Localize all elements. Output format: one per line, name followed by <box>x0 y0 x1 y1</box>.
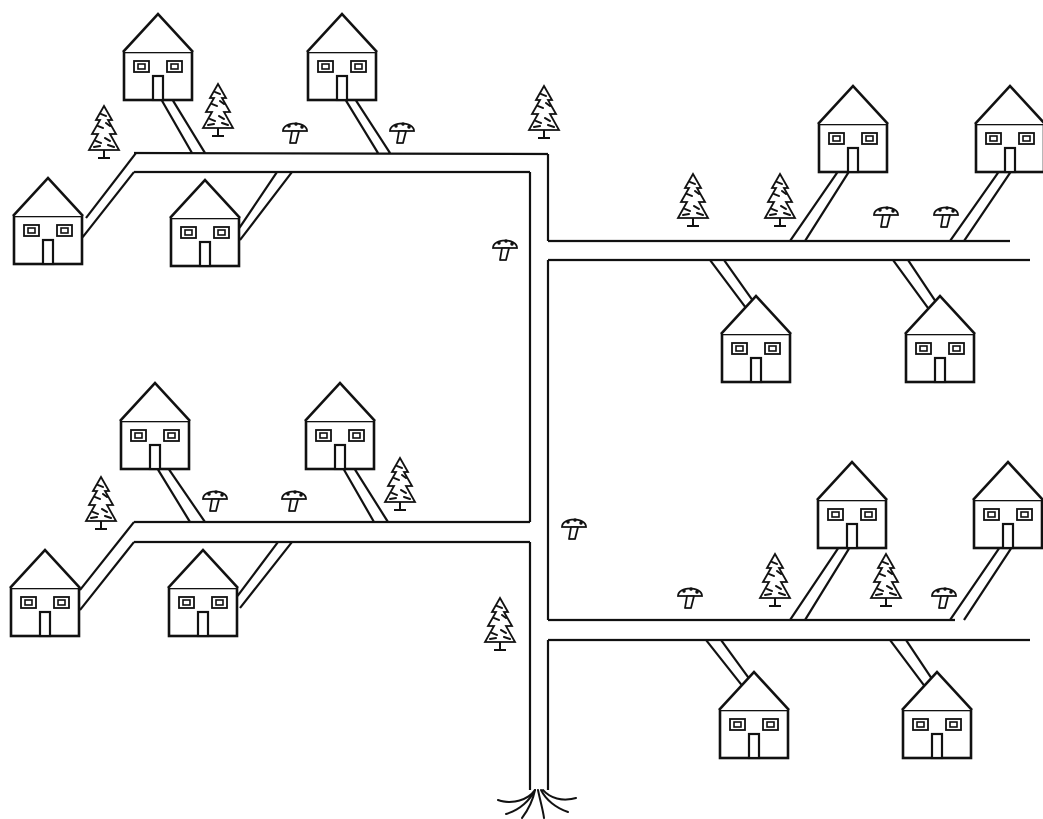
house-icon <box>719 672 789 758</box>
house-icon <box>818 86 888 172</box>
mushroom-icon <box>493 239 517 260</box>
lane-tl-house3 <box>238 172 292 240</box>
pine-tree-icon <box>760 554 790 606</box>
pine-tree-icon <box>765 174 795 226</box>
mushroom-icon <box>874 206 898 227</box>
pine-tree-icon <box>89 106 119 158</box>
lane-tr-house2 <box>950 170 1012 241</box>
pine-tree-icon <box>203 84 233 136</box>
houses <box>10 14 1043 758</box>
house-icon <box>10 550 80 636</box>
street-top-left-top-edge <box>134 153 548 154</box>
lane-tl-house4 <box>345 99 390 153</box>
house-icon <box>170 180 240 266</box>
house-icon <box>168 550 238 636</box>
pine-tree-icon <box>529 86 559 138</box>
pine-tree-icon <box>871 554 901 606</box>
house-icon <box>305 383 375 469</box>
pine-tree-icon <box>86 477 116 529</box>
mushroom-icon <box>934 206 958 227</box>
lane-tl-house2 <box>161 99 205 153</box>
house-icon <box>905 296 975 382</box>
lane-bl-house1 <box>80 522 134 610</box>
mushroom-icon <box>203 490 227 511</box>
mushroom-icon <box>283 122 307 143</box>
house-icon <box>307 14 377 100</box>
lane-tl-house1 <box>82 153 136 238</box>
lane-tr-house4 <box>893 260 940 308</box>
house-icon <box>120 383 190 469</box>
lane-br-house1 <box>790 547 850 620</box>
house-icon <box>902 672 972 758</box>
pine-tree-icon <box>485 598 515 650</box>
mushroom-icon <box>678 587 702 608</box>
house-icon <box>975 86 1043 172</box>
lane-br-house2 <box>950 547 1012 620</box>
lane-bl-house3 <box>236 542 292 608</box>
lane-bl-house4 <box>343 468 388 522</box>
house-icon <box>123 14 193 100</box>
mushroom-icon <box>282 490 306 511</box>
mushroom-icon <box>932 587 956 608</box>
mushroom-icon <box>562 518 586 539</box>
house-icon <box>817 462 887 548</box>
pine-tree-icon <box>678 174 708 226</box>
house-icon <box>721 296 791 382</box>
house-icon <box>973 462 1043 548</box>
mushroom-icon <box>390 122 414 143</box>
roots-icon <box>498 790 576 818</box>
lane-bl-house2 <box>157 468 205 522</box>
lane-tr-house1 <box>790 170 850 241</box>
house-icon <box>13 178 83 264</box>
pine-tree-icon <box>385 458 415 510</box>
